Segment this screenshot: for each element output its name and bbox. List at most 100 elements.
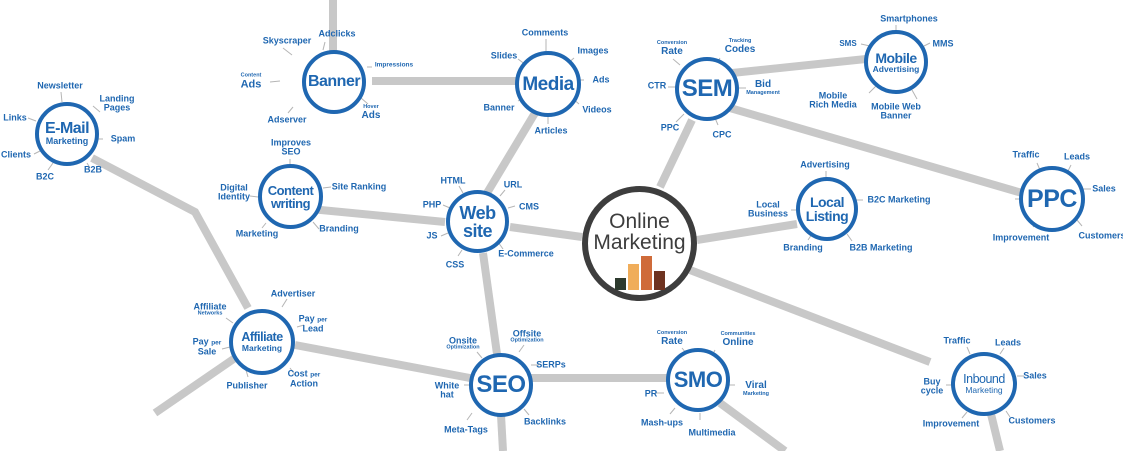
label-traffic-inbound: Traffic — [943, 335, 971, 346]
label-cpc: CPC — [712, 129, 732, 140]
label-b2b-marketing: B2B Marketing — [849, 242, 913, 253]
node-title: E-Mail — [44, 120, 90, 138]
label-publisher: Publisher — [226, 380, 268, 391]
node-inbound-marketing[interactable]: Inbound Marketing — [951, 352, 1017, 416]
node-title: PPC — [1027, 184, 1077, 213]
connector-content-website — [299, 204, 446, 226]
bar-1 — [614, 278, 626, 290]
label-banner: Banner — [483, 102, 515, 113]
node-subtitle: Marketing — [45, 136, 89, 147]
label-b2b: B2B — [83, 164, 103, 175]
connector-center-local — [696, 220, 798, 244]
label-php: PHP — [422, 199, 442, 210]
label-ctr: CTR — [647, 80, 667, 91]
node-title: Media — [522, 73, 574, 95]
node-seo[interactable]: SEO — [469, 353, 533, 417]
label-skyscraper: Skyscraper — [262, 35, 312, 46]
node-title: SEM — [681, 75, 733, 102]
label-spam: Spam — [110, 133, 136, 144]
label-ecommerce: E-Commerce — [498, 248, 554, 259]
connector-sem-ppc — [728, 104, 1024, 197]
connector-center-sem — [656, 118, 696, 189]
label-adserver: Adserver — [267, 114, 307, 125]
connector-sem-mobile — [731, 55, 867, 77]
connector-email-affiliate — [90, 154, 252, 310]
connector-seo-bottom — [497, 414, 507, 451]
label-slides: Slides — [490, 50, 518, 61]
node-online-marketing[interactable]: Online Marketing — [582, 186, 697, 301]
label-site-ranking: Site Ranking — [331, 181, 387, 192]
bar-chart-icon — [614, 256, 665, 290]
center-title-line2: Marketing — [593, 231, 686, 254]
label-adclicks: Adclicks — [318, 28, 356, 39]
connector-center-inbound — [688, 266, 932, 366]
node-email-marketing[interactable]: E-Mail Marketing — [35, 102, 99, 166]
label-multimedia: Multimedia — [688, 427, 736, 438]
label-ads: Ads — [592, 74, 610, 85]
label-clients: Clients — [0, 149, 32, 160]
label-leads: Leads — [1063, 151, 1091, 162]
label-improvement-inbound: Improvement — [922, 418, 980, 429]
label-url: URL — [503, 179, 523, 190]
label-sales: Sales — [1092, 183, 1116, 194]
node-title: Content — [267, 182, 314, 198]
label-videos: Videos — [582, 104, 612, 115]
connector-website-center — [509, 223, 583, 241]
label-b2c-marketing: B2C Marketing — [867, 194, 931, 205]
node-ppc[interactable]: PPC — [1019, 166, 1085, 232]
connector-media-website — [483, 110, 539, 196]
label-improvement: Improvement — [992, 232, 1050, 243]
label-customers: Customers — [1078, 230, 1123, 241]
connector-smo-bottomright — [717, 399, 788, 451]
node-title: Local — [809, 194, 845, 210]
node-website[interactable]: Web site — [446, 190, 509, 253]
node-mobile-advertising[interactable]: Mobile Advertising — [864, 30, 928, 94]
label-branding: Branding — [319, 223, 359, 234]
label-smartphones: Smartphones — [880, 13, 938, 24]
label-js: JS — [426, 230, 438, 241]
node-media[interactable]: Media — [515, 51, 581, 117]
node-subtitle: site — [462, 220, 493, 241]
node-banner[interactable]: Banner — [302, 50, 366, 114]
node-affiliate-marketing[interactable]: Affiliate Marketing — [229, 309, 295, 375]
node-title: SMO — [673, 367, 723, 392]
node-local-listing[interactable]: Local Listing — [796, 177, 858, 241]
bar-3 — [640, 256, 652, 290]
bar-2 — [627, 264, 639, 290]
label-advertising: Advertising — [800, 159, 850, 170]
label-mash-ups: Mash-ups — [640, 417, 684, 428]
label-css: CSS — [445, 259, 465, 270]
label-html: HTML — [440, 175, 466, 186]
label-cms: CMS — [519, 201, 539, 212]
label-pr: PR — [644, 388, 658, 399]
label-serps: SERPs — [536, 359, 566, 370]
node-smo[interactable]: SMO — [666, 348, 730, 412]
node-subtitle: Listing — [805, 208, 849, 224]
label-mms: MMS — [932, 38, 954, 49]
label-meta-tags: Meta-Tags — [444, 424, 488, 435]
node-content-writing[interactable]: Content writing — [258, 164, 323, 229]
node-sem[interactable]: SEM — [675, 57, 739, 121]
node-title: Inbound — [963, 372, 1005, 387]
bar-4 — [653, 271, 665, 290]
